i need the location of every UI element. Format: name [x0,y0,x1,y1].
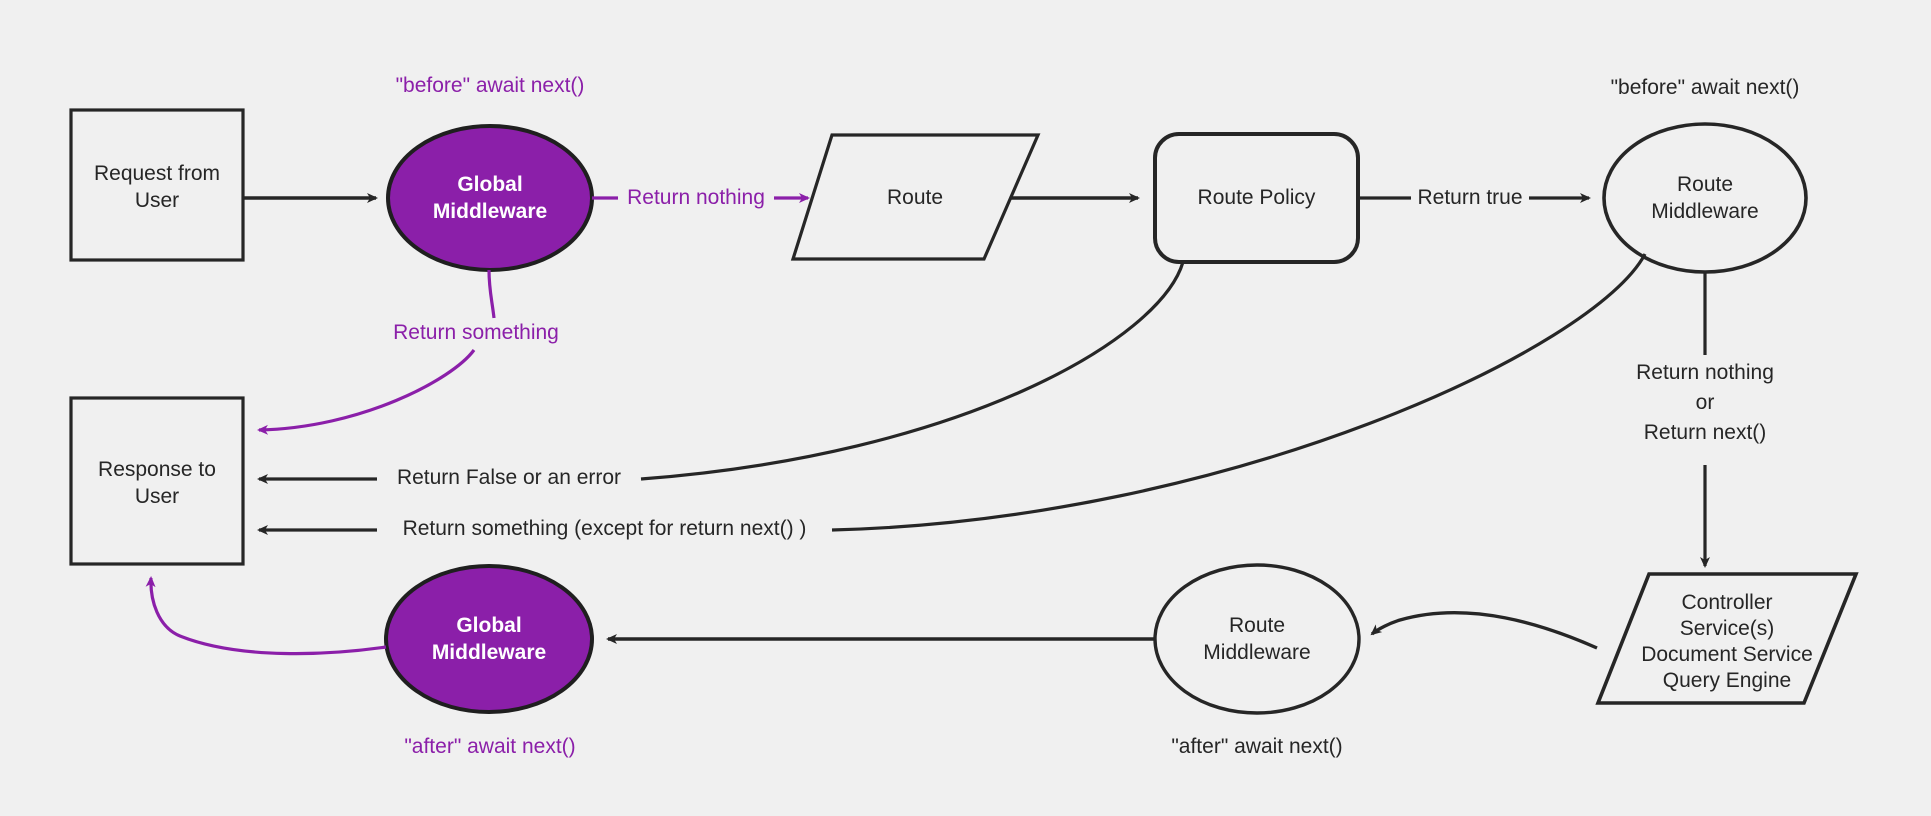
node-response-to-user[interactable] [69,396,245,566]
edge-global-after-to-response [145,576,387,656]
node-global-middleware-after[interactable] [384,564,594,714]
edge-label-return-true: Return true [1417,186,1523,209]
node-route-middleware-before[interactable] [1602,122,1808,274]
edge-label-return-false-or-error: Return False or an error [396,466,622,489]
node-request-from-user[interactable] [69,108,245,262]
edge-global-to-response-lower [257,349,476,435]
node-route-middleware-after[interactable] [1153,563,1361,715]
edge-label-return-nothing-or-next: Return nothing or Return next() [1636,361,1774,444]
edge-policy-to-response-curve [640,261,1185,481]
node-controller-services[interactable] [1595,572,1859,705]
annotation-before-await-next-route-middleware: "before" await next() [1610,76,1800,99]
edge-label-return-something: Return something [393,321,559,344]
edge-label-return-nothing: Return nothing [627,186,765,209]
annotation-before-await-next-global: "before" await next() [395,74,585,97]
node-route-policy[interactable] [1153,132,1360,264]
node-global-middleware-before[interactable] [386,124,594,272]
annotation-after-await-next-global: "after" await next() [404,735,576,758]
annotation-after-await-next-route-middleware: "after" await next() [1171,735,1343,758]
edge-rmw-to-response-curve [831,253,1647,532]
edge-label-return-something-except-next: Return something (except for return next… [402,517,807,540]
edge-global-to-response-upper [487,269,496,319]
edge-controller-to-rmw-after [1370,611,1598,650]
node-route[interactable] [790,133,1041,261]
